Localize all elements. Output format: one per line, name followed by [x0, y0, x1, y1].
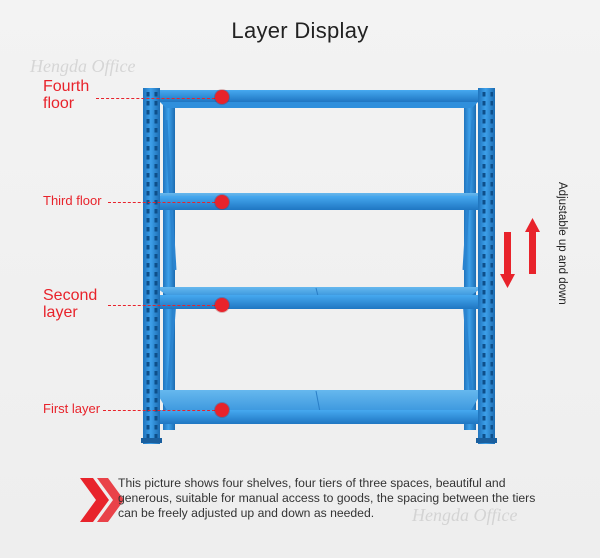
- page-title: Layer Display: [231, 18, 369, 43]
- beam-first: [148, 410, 490, 424]
- leader-line-first: [103, 410, 220, 411]
- beam-third: [148, 196, 490, 210]
- beam-fourth: [148, 90, 490, 102]
- label-second-line2: layer: [43, 304, 78, 321]
- watermark-top: Hengda Office: [30, 56, 136, 76]
- marker-dot-third: [215, 195, 229, 209]
- label-fourth-line2: floor: [43, 95, 75, 112]
- marker-dot-fourth: [215, 90, 229, 104]
- marker-dot-second: [215, 298, 229, 312]
- adjustable-text: Adjustable up and down: [556, 182, 568, 305]
- leader-line-fourth: [96, 98, 220, 99]
- label-second-line1: Second: [43, 287, 98, 304]
- label-fourth-floor: Fourth floor: [43, 78, 89, 112]
- watermark-bottom: Hengda Office: [412, 505, 518, 525]
- leader-line-second: [108, 305, 220, 306]
- leader-line-third: [108, 202, 220, 203]
- description-text: This picture shows four shelves, four ti…: [118, 476, 536, 520]
- label-third-floor: Third floor: [43, 193, 102, 208]
- label-second-layer: Second layer: [43, 287, 97, 321]
- label-first-layer: First layer: [43, 401, 101, 416]
- marker-dot-first: [215, 403, 229, 417]
- label-fourth-line1: Fourth: [43, 78, 90, 95]
- beam-second: [148, 295, 490, 309]
